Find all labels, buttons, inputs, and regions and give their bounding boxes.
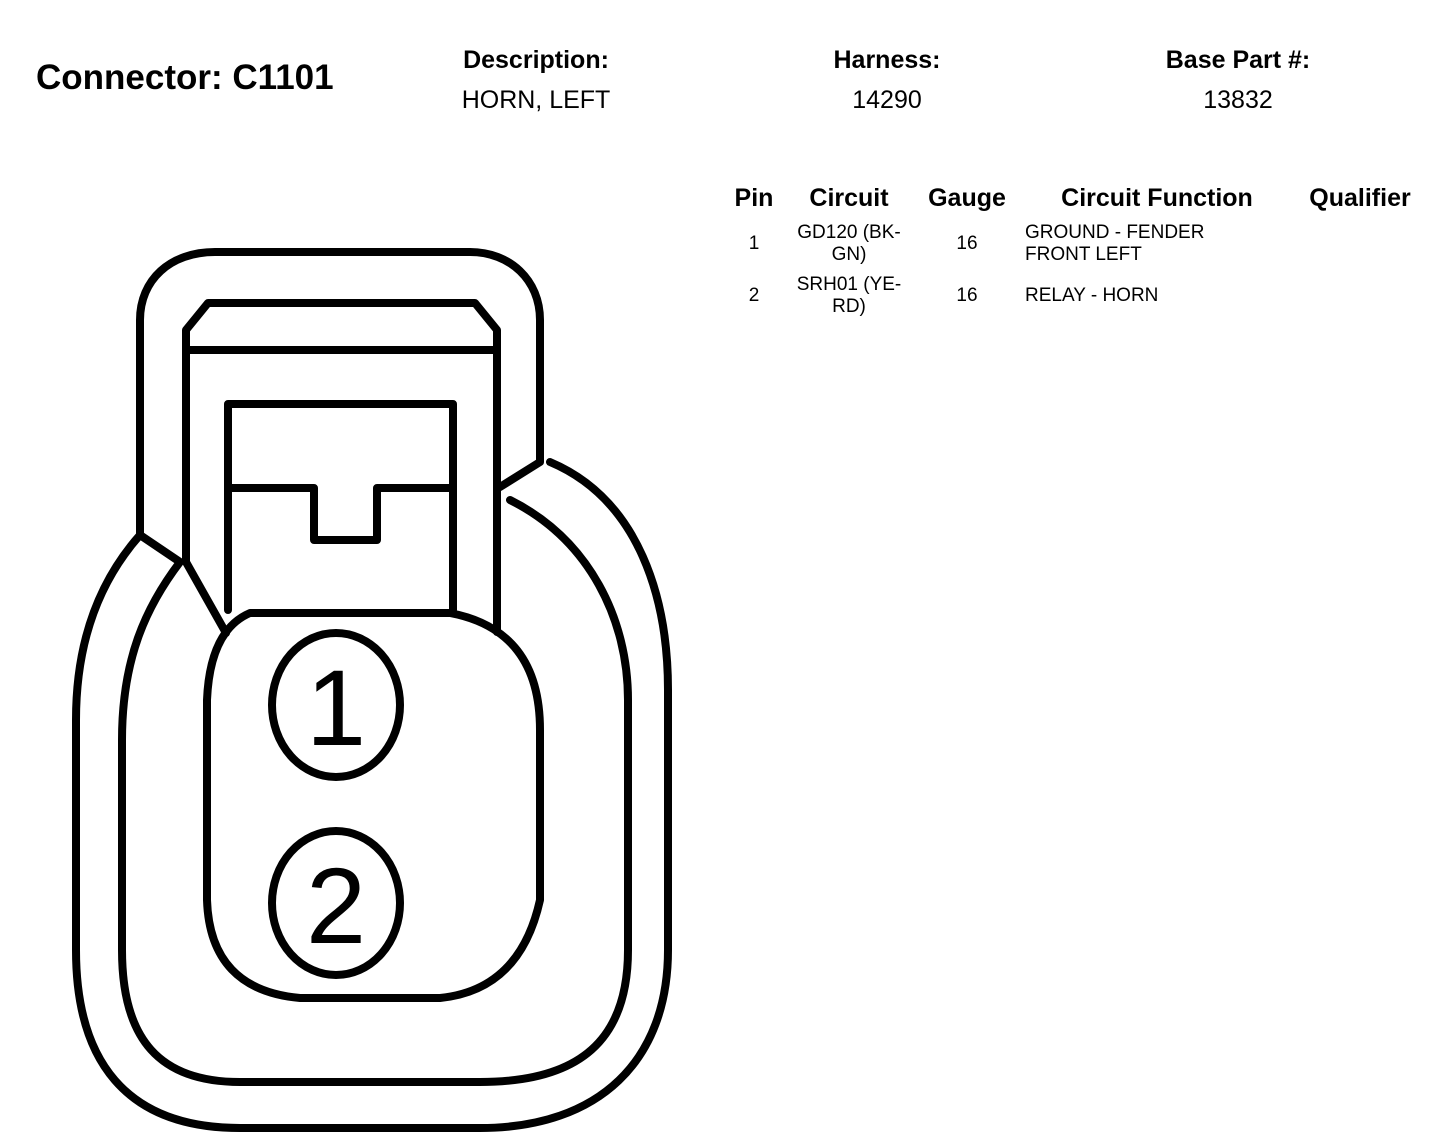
pin-cavity-body — [203, 609, 544, 1002]
circuit-line: RD) — [832, 296, 866, 317]
pin-cell: 2 — [748, 285, 760, 306]
pin-2-label: 2 — [306, 845, 366, 966]
pin-2-circle — [268, 827, 404, 979]
pin-1-circle — [268, 629, 404, 781]
table-header-row: Pin Circuit Gauge Circuit Function Quali… — [725, 180, 1425, 222]
connector-title: Connector: C1101 — [36, 58, 334, 97]
circuit-line: GN) — [831, 244, 867, 265]
gauge-cell: 16 — [956, 233, 978, 254]
gauge-cell: 16 — [956, 285, 978, 306]
base-part-value: 13832 — [1203, 86, 1273, 114]
housing-outer-outline — [72, 248, 672, 1132]
column-header-circuit: Circuit — [809, 183, 889, 212]
description-value: HORN, LEFT — [461, 86, 611, 114]
housing-inner-outline — [118, 496, 632, 1086]
pin-1-label: 1 — [306, 647, 366, 768]
function-line: RELAY - HORN — [1025, 285, 1159, 306]
table-row: 2 SRH01 (YE-RD) 16 RELAY - HORN — [725, 274, 1425, 326]
column-header-pin: Pin — [734, 183, 774, 212]
description-label: Description: — [463, 46, 609, 74]
column-header-circuit-function: Circuit Function — [1061, 183, 1253, 212]
circuit-cell: SRH01 (YE-RD) — [783, 274, 915, 326]
latch-frame — [182, 299, 501, 637]
pin-cell: 1 — [748, 233, 760, 254]
function-line: FRONT LEFT — [1025, 244, 1142, 265]
harness-label: Harness: — [833, 46, 941, 74]
column-header-qualifier: Qualifier — [1309, 183, 1411, 212]
harness-value: 14290 — [852, 86, 922, 114]
column-header-gauge: Gauge — [928, 183, 1006, 212]
circuit-line: SRH01 (YE- — [796, 274, 902, 295]
function-cell: RELAY - HORN — [1019, 274, 1295, 326]
circuit-cell: GD120 (BK-GN) — [783, 222, 915, 274]
pin-table: Pin Circuit Gauge Circuit Function Quali… — [725, 180, 1425, 326]
function-line: GROUND - FENDER — [1025, 222, 1205, 243]
circuit-line: GD120 (BK- — [797, 222, 901, 243]
latch-window — [224, 400, 457, 614]
base-part-label: Base Part #: — [1165, 46, 1311, 74]
